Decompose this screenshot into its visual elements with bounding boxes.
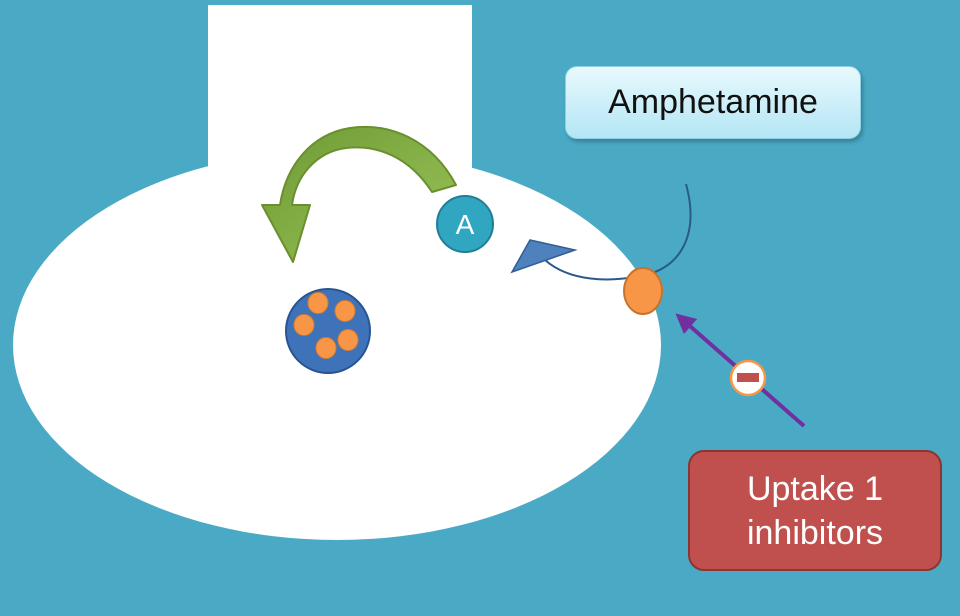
vesicle-dot <box>337 329 359 351</box>
vesicle-dot <box>315 337 337 359</box>
amphetamine-label: Amphetamine <box>608 83 818 121</box>
curved-green-arrow-icon <box>261 126 457 263</box>
uptake-inhibitors-box: Uptake 1 inhibitors <box>688 450 942 571</box>
amphetamine-label-box: Amphetamine <box>565 66 861 139</box>
molecule-a: A <box>436 195 494 253</box>
vesicle-dot <box>307 292 329 314</box>
uptake-label-line1: Uptake 1 <box>746 469 884 508</box>
molecule-label: A <box>456 209 475 240</box>
uptake-label-line2: inhibitors <box>746 513 884 552</box>
transporter-icon <box>623 267 663 315</box>
vesicle-dot <box>293 314 315 336</box>
minus-inhibition-icon <box>729 359 767 397</box>
vesicle-icon <box>285 288 371 374</box>
blue-triangle-arrow-icon <box>510 239 578 274</box>
vesicle-dot <box>334 300 356 322</box>
